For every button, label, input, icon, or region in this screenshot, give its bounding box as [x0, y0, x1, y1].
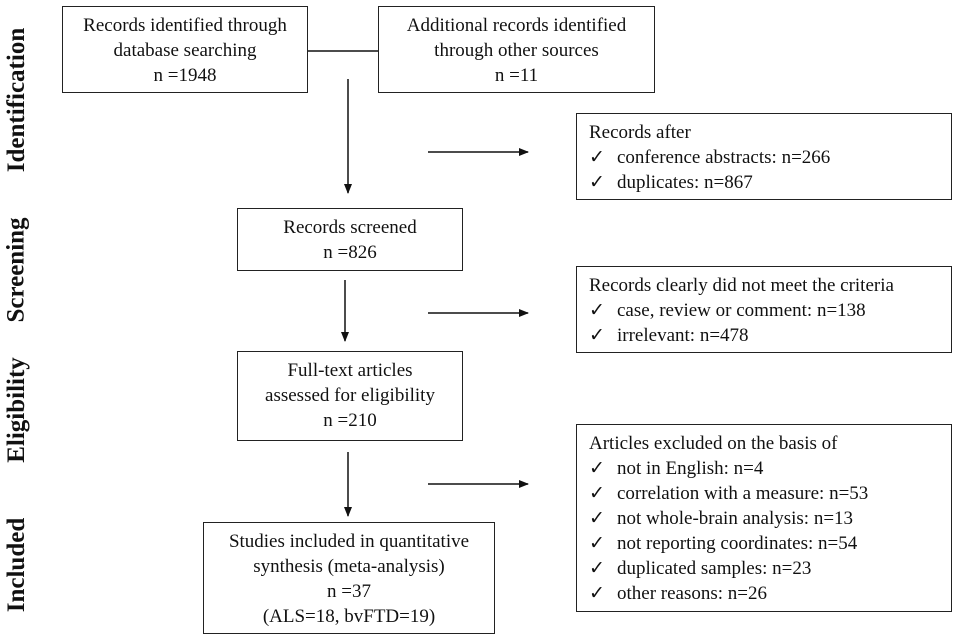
box-line: through other sources: [434, 40, 599, 61]
list-item: ✓ duplicated samples: n=23: [589, 558, 812, 579]
box-breakdown: (ALS=18, bvFTD=19): [262, 606, 436, 627]
box-title: Articles excluded on the basis of: [589, 433, 838, 454]
checkmark-icon: ✓: [589, 583, 605, 604]
list-item: ✓ not reporting coordinates: n=54: [589, 533, 858, 554]
box-fulltext-articles: Full-text articles assessed for eligibil…: [237, 351, 463, 441]
list-item: ✓ case, review or comment: n=138: [589, 300, 866, 321]
box-articles-excluded: Articles excluded on the basis of ✓ not …: [576, 424, 952, 612]
box-line: Studies included in quantitative: [228, 531, 470, 552]
checkmark-icon: ✓: [589, 508, 605, 529]
box-line: synthesis (meta-analysis): [253, 556, 445, 577]
list-item: ✓ conference abstracts: n=266: [589, 147, 831, 168]
box-count: n =1948: [153, 65, 217, 86]
box-line: database searching: [113, 40, 257, 61]
box-title: Records clearly did not meet the criteri…: [589, 275, 894, 296]
box-count: n =11: [494, 65, 539, 86]
box-title: Records after: [589, 122, 691, 143]
list-item: ✓ not in English: n=4: [589, 458, 764, 479]
list-item: ✓ correlation with a measure: n=53: [589, 483, 869, 504]
list-item: ✓ other reasons: n=26: [589, 583, 768, 604]
box-other-sources: Additional records identified through ot…: [378, 6, 655, 93]
box-count: n =826: [323, 242, 377, 263]
box-database-records: Records identified through database sear…: [62, 6, 308, 93]
box-line: assessed for eligibility: [265, 385, 435, 406]
list-item: ✓ not whole-brain analysis: n=13: [589, 508, 854, 529]
box-records-screened: Records screened n =826: [237, 208, 463, 271]
checkmark-icon: ✓: [589, 172, 605, 193]
box-line: Full-text articles: [287, 360, 413, 381]
list-item: ✓ irrelevant: n=478: [589, 325, 749, 346]
box-count: n =37: [327, 581, 371, 602]
checkmark-icon: ✓: [589, 325, 605, 346]
checkmark-icon: ✓: [589, 558, 605, 579]
box-line: Records screened: [283, 217, 417, 238]
box-line: Additional records identified: [406, 15, 627, 36]
checkmark-icon: ✓: [589, 300, 605, 321]
checkmark-icon: ✓: [589, 483, 605, 504]
checkmark-icon: ✓: [589, 458, 605, 479]
box-criteria-excluded: Records clearly did not meet the criteri…: [576, 266, 952, 353]
box-records-after: Records after ✓ conference abstracts: n=…: [576, 113, 952, 200]
box-line: Records identified through: [83, 15, 287, 36]
box-studies-included: Studies included in quantitative synthes…: [203, 522, 495, 634]
list-item: ✓ duplicates: n=867: [589, 172, 753, 193]
checkmark-icon: ✓: [589, 533, 605, 554]
box-count: n =210: [323, 410, 377, 431]
checkmark-icon: ✓: [589, 147, 605, 168]
